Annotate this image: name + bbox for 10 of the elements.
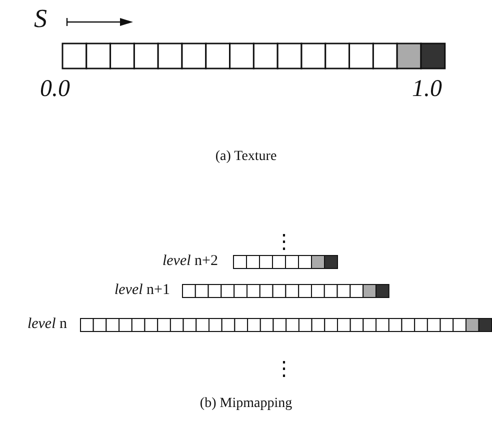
figure-caption: (b) Mipmapping — [200, 397, 292, 411]
level-label: level n — [27, 317, 67, 332]
axis-symbol: S — [34, 6, 47, 32]
figure-caption: (a) Texture — [215, 150, 277, 164]
axis-value: 0.0 — [40, 77, 70, 101]
axis-value: 1.0 — [412, 77, 442, 101]
level-label: level n+1 — [114, 283, 170, 298]
level-label: level n+2 — [162, 254, 218, 269]
ellipsis: ⋮ — [274, 232, 294, 252]
ellipsis: ⋮ — [274, 359, 294, 379]
